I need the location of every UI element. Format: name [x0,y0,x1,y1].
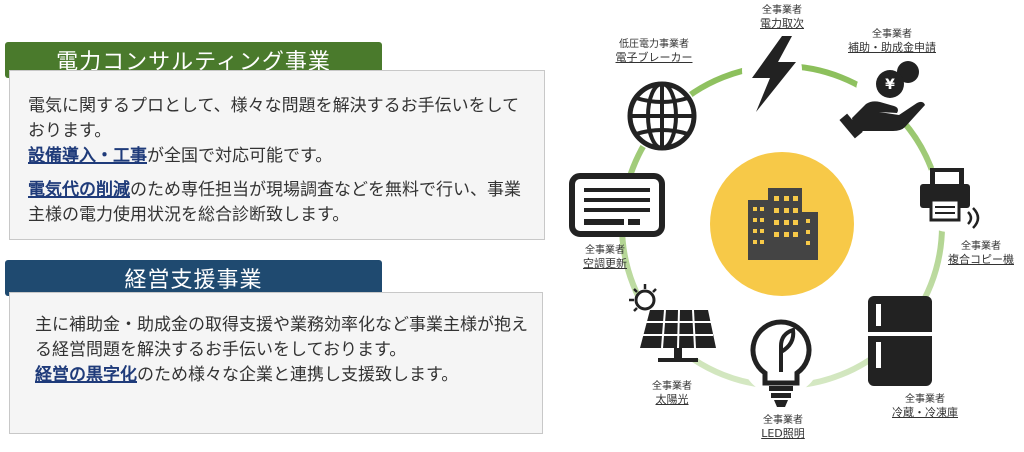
caption-aircon: 全事業者 空調更新 [570,244,640,270]
section-body-consulting-text: 電気に関するプロとして、様々な問題を解決するお手伝いをしております。設備導入・工… [28,94,526,228]
caption-copier-label: 複合コピー機 [948,253,1014,266]
highlight-text: 電気代の削減 [28,180,130,200]
caption-breaker: 低圧電力事業者 電子ブレーカー [604,38,704,64]
paragraph: 電気代の削減のため専任担当が現場調査などを無料で行い、事業主様の電力使用状況を総… [28,178,526,228]
caption-subsidy: 全事業者 補助・助成金申請 [836,28,948,54]
solar-panel-icon [629,284,716,366]
caption-fridge-label: 冷蔵・冷凍庫 [892,406,958,419]
section-body-management-text: 主に補助金・助成金の取得支援や業務効率化など事業主様が抱える経営問題を解決するお… [35,313,531,388]
caption-subsidy-label: 補助・助成金申請 [848,41,936,54]
caption-power-label: 電力取次 [760,17,804,30]
caption-copier-scope: 全事業者 [961,241,1001,252]
caption-fridge-scope: 全事業者 [905,394,945,405]
highlight-text: 経営の黒字化 [35,365,137,385]
caption-solar-scope: 全事業者 [652,381,692,392]
section-body-management: 主に補助金・助成金の取得支援や業務効率化など事業主様が抱える経営問題を解決するお… [9,292,543,434]
globe-icon [626,80,698,152]
highlight-text: 設備導入・工事 [28,146,147,166]
caption-led-scope: 全事業者 [763,415,803,426]
caption-breaker-label: 電子ブレーカー [615,51,693,64]
yen-hand-icon: ¥ [839,61,925,139]
caption-solar-label: 太陽光 [655,393,689,406]
svg-text:¥: ¥ [885,77,895,93]
caption-subsidy-scope: 全事業者 [872,29,912,40]
fridge-icon [868,296,932,386]
body-text: のため様々な企業と連携し支援致します。 [137,365,459,385]
caption-fridge: 全事業者 冷蔵・冷凍庫 [882,393,968,419]
body-text: のため専任担当が現場調査などを無料で行い、事業主様の電力使用状況を総合診断致しま… [28,180,521,225]
body-text: 主に補助金・助成金の取得支援や業務効率化など事業主様が抱える経営問題を解決するお… [35,315,528,360]
caption-power: 全事業者 電力取次 [744,4,820,30]
caption-power-scope: 全事業者 [762,5,802,16]
section-body-consulting: 電気に関するプロとして、様々な問題を解決するお手伝いをしております。設備導入・工… [9,70,545,240]
caption-breaker-scope: 低圧電力事業者 [619,39,689,50]
caption-aircon-label: 空調更新 [583,257,627,270]
caption-led: 全事業者 LED照明 [748,414,818,440]
caption-aircon-scope: 全事業者 [585,245,625,256]
lightning-icon [742,36,802,112]
section-title-management: 経営支援事業 [5,260,382,296]
building-icon [748,188,818,260]
paragraph: 主に補助金・助成金の取得支援や業務効率化など事業主様が抱える経営問題を解決するお… [35,313,531,388]
body-text: が全国で対応可能です。 [147,146,333,166]
paragraph: 電気に関するプロとして、様々な問題を解決するお手伝いをしております。設備導入・工… [28,94,526,169]
caption-solar: 全事業者 太陽光 [637,380,707,406]
caption-led-label: LED照明 [761,427,805,440]
caption-copier: 全事業者 複合コピー機 [940,240,1022,266]
aircon-icon [569,173,665,237]
printer-icon [915,164,983,232]
section-title-management-text: 経営支援事業 [124,268,263,293]
body-text: 電気に関するプロとして、様々な問題を解決するお手伝いをしております。 [28,96,520,141]
bulb-icon [741,316,821,407]
